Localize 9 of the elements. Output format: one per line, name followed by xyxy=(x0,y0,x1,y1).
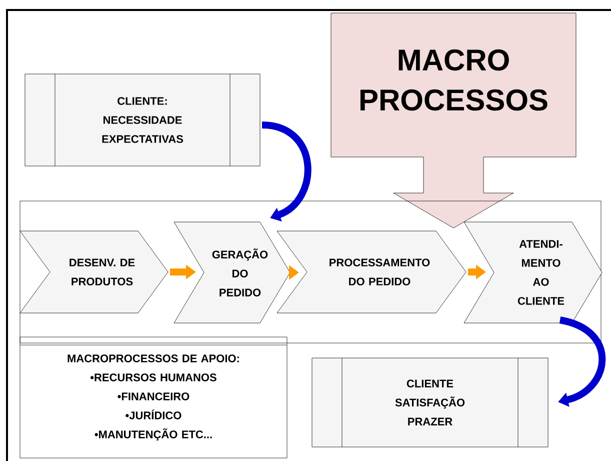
process-box: CLIENTE SATISFAÇÃO PRAZER xyxy=(312,358,548,448)
arrow xyxy=(262,122,312,222)
process-step: DESENV. DE PRODUTOS xyxy=(20,230,168,314)
process-band xyxy=(20,200,602,344)
process-step: GERAÇÃO DO PEDIDO xyxy=(174,222,290,324)
process-step: ATENDI- MENTO AO CLIENTE xyxy=(464,222,602,324)
process-step: PROCESSAMENTO DO PEDIDO xyxy=(276,230,466,314)
text-box: MACROPROCESSOS DE APOIO: •RECURSOS HUMANOS •FINANCEIRO •JURÍDICO •MANUTENÇÃO ETC... xyxy=(20,336,288,458)
process-box: CLIENTE: NECESSIDADE EXPECTATIVAS xyxy=(24,74,260,166)
